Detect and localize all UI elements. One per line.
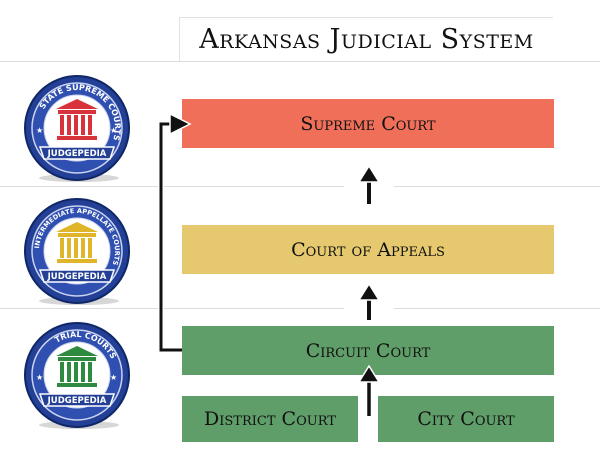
circuit-to-appeals-arrow: [357, 282, 381, 320]
star-icon: ★: [36, 126, 43, 135]
circuit-to-supreme-arrow: [158, 112, 192, 353]
row-divider: [0, 186, 600, 187]
star-icon: ★: [110, 373, 117, 382]
city-court-box: City Court: [378, 396, 554, 442]
intermediate-appellate-courts-seal: INTERMEDIATE APPELLATE COURTS JUDGEPEDIA: [24, 198, 130, 305]
row-divider: [0, 61, 600, 62]
court-of-appeals-box: Court of Appeals: [182, 225, 554, 274]
star-icon: ★: [36, 373, 43, 382]
seal-banner-text: JUDGEPEDIA: [47, 396, 107, 406]
state-supreme-courts-seal: STATE SUPREME COURTS JUDGEPEDIA ★ ★: [24, 75, 130, 182]
district-court-box: District Court: [182, 396, 358, 442]
courthouse-icon: [56, 346, 98, 387]
district-to-circuit-arrow: [357, 364, 381, 416]
star-icon: ★: [110, 126, 117, 135]
seal-banner-text: JUDGEPEDIA: [47, 149, 107, 159]
page-title: Arkansas Judicial System: [179, 17, 553, 61]
courthouse-icon: [56, 99, 98, 140]
appeals-to-supreme-arrow: [357, 164, 381, 204]
row-divider: [0, 308, 600, 309]
seal-banner-text: JUDGEPEDIA: [47, 272, 107, 282]
supreme-court-box: Supreme Court: [182, 99, 554, 148]
trial-courts-seal: TRIAL COURTS JUDGEPEDIA ★ ★: [24, 322, 130, 429]
courthouse-icon: [56, 222, 98, 263]
